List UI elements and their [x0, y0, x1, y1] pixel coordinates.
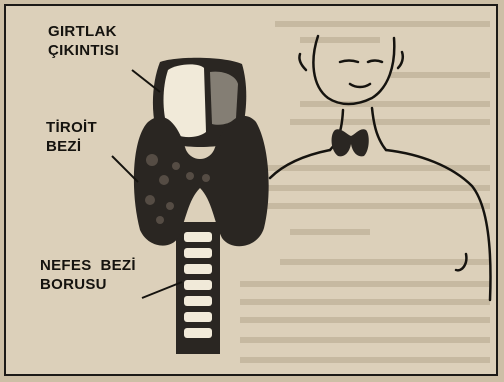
label-larynx-line1: GIRTLAK	[48, 22, 119, 41]
label-thyroid-gland: TİROİT BEZİ	[46, 118, 97, 156]
background-text-lines	[240, 24, 490, 360]
label-trachea: NEFES BEZİ BORUSU	[40, 256, 136, 294]
label-larynx-prominence: GIRTLAK ÇIKINTISI	[48, 22, 119, 60]
small-thyroid-icon	[332, 129, 369, 156]
label-trachea-line2: BORUSU	[40, 275, 136, 294]
label-thyroid-line2: BEZİ	[46, 137, 97, 156]
label-larynx-line2: ÇIKINTISI	[48, 41, 119, 60]
trachea	[176, 222, 220, 354]
label-trachea-line1: NEFES BEZİ	[40, 256, 136, 275]
label-thyroid-line1: TİROİT	[46, 118, 97, 137]
